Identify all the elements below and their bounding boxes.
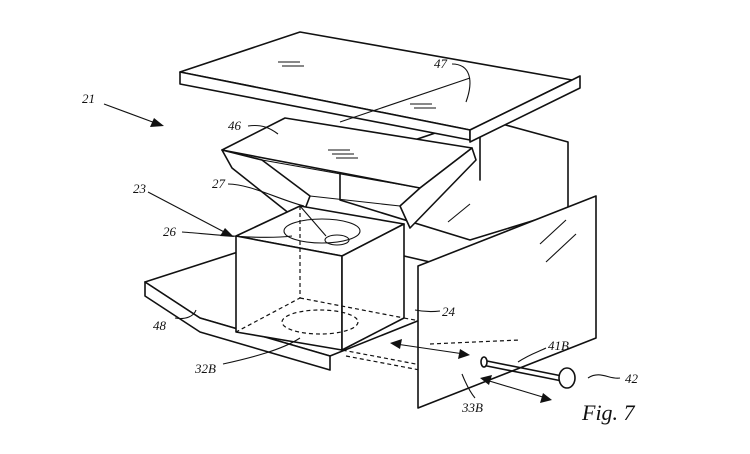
feed-line (299, 205, 327, 237)
funnel-chute (221, 117, 477, 229)
pull-knob (558, 367, 576, 389)
ref-label-27: 27 (212, 176, 226, 191)
outlet-hole (324, 234, 350, 246)
surface-hatch-1 (278, 61, 304, 67)
top-tray (179, 31, 581, 143)
inner-cube (235, 205, 405, 351)
ref-label-23: 23 (133, 181, 147, 196)
ref-label-32b: 32B (194, 361, 216, 376)
leader-lines (174, 63, 621, 399)
ref-label-24: 24 (442, 304, 456, 319)
ref-label-21: 21 (82, 91, 95, 106)
top-opening (283, 218, 361, 244)
reference-arrow-23 (147, 191, 234, 237)
hidden-bottom-opening (281, 309, 359, 335)
ref-label-41b: 41B (548, 338, 569, 353)
slide-arrow-upper (390, 339, 470, 359)
figure-caption: Fig. 7 (581, 400, 636, 425)
pull-rod (480, 356, 563, 382)
surface-hatch-2 (410, 103, 436, 109)
ref-label-47: 47 (434, 56, 448, 71)
ref-label-26: 26 (163, 224, 177, 239)
slide-arrow-lower (480, 375, 552, 403)
ref-label-48: 48 (153, 318, 167, 333)
ref-label-46: 46 (228, 118, 242, 133)
surface-hatch-3 (328, 149, 358, 159)
ref-label-33b: 33B (461, 400, 483, 415)
reference-arrow-21 (103, 103, 164, 127)
ref-label-42: 42 (625, 371, 639, 386)
